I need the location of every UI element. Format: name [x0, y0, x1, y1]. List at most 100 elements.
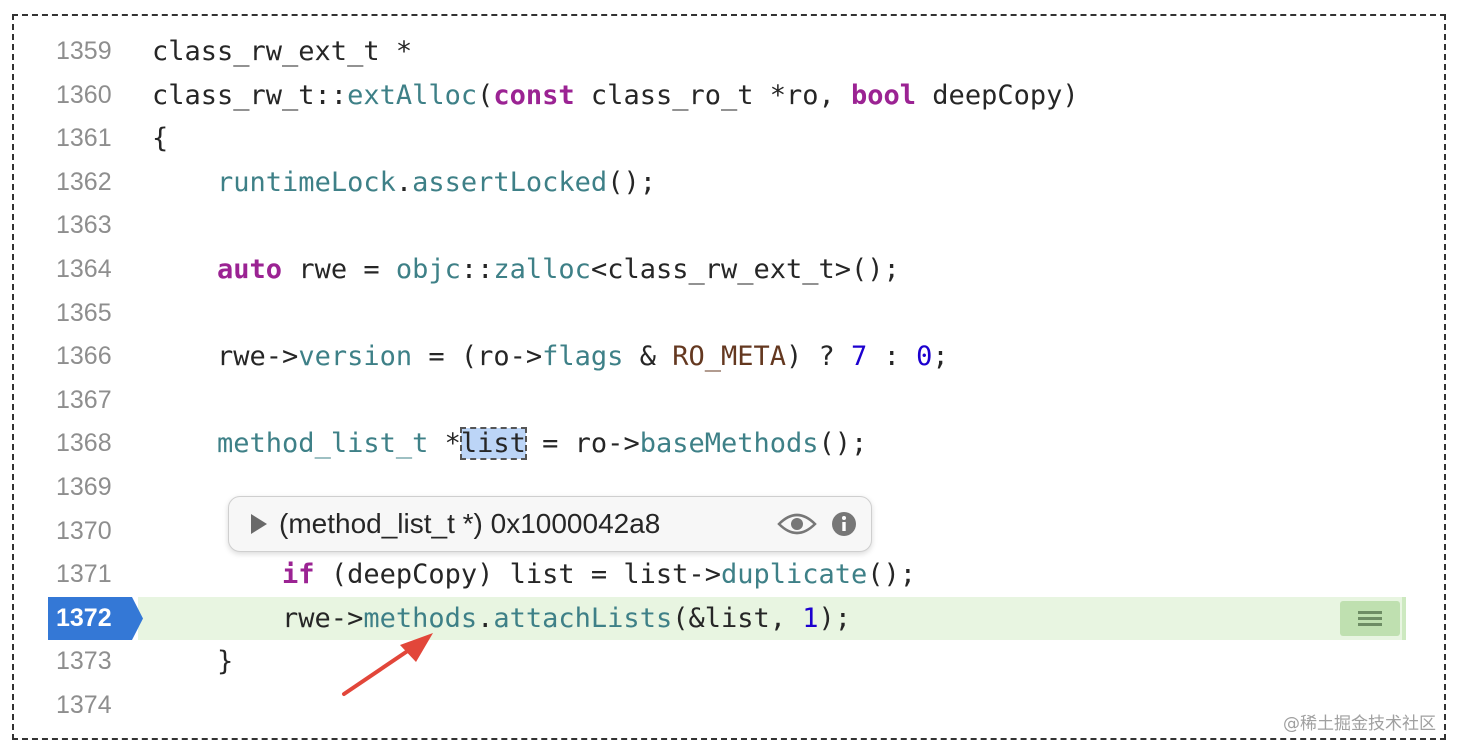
disclosure-triangle-icon[interactable] — [249, 513, 269, 535]
line-number: 1360 — [56, 80, 112, 109]
code-line[interactable]: 1369 — [0, 466, 1458, 509]
line-number: 1368 — [56, 429, 112, 458]
code-text: rwe->version = (ro->flags & RO_META) ? 7… — [152, 335, 949, 378]
code-token: RO_META — [672, 341, 787, 373]
code-token: <class_rw_ext_t>(); — [590, 254, 900, 285]
code-token: class_rw_t:: — [152, 79, 348, 111]
current-line-highlight — [138, 596, 1406, 640]
code-token: . — [477, 602, 494, 634]
line-number: 1362 — [56, 167, 112, 196]
variable-value-popover[interactable]: (method_list_t *) 0x1000042a8 — [228, 496, 872, 552]
code-line[interactable]: 1363 — [0, 204, 1458, 247]
line-number: 1371 — [56, 560, 112, 589]
code-token: = ro-> — [525, 428, 640, 460]
code-token: } — [152, 646, 234, 678]
code-token: duplicate — [720, 559, 868, 591]
code-text: if (deepCopy) list = list->duplicate(); — [152, 553, 916, 596]
code-token: = (ro-> — [412, 341, 543, 373]
code-line[interactable]: 1367 — [0, 379, 1458, 422]
code-text: class_rw_ext_t * — [152, 30, 412, 73]
code-token: 1 — [802, 602, 819, 634]
line-number: 1372 — [56, 603, 112, 632]
line-number: 1366 — [56, 342, 112, 371]
code-token: (); — [818, 428, 868, 460]
code-token: . — [395, 166, 413, 198]
code-token: extAlloc — [347, 79, 478, 111]
code-token — [152, 254, 217, 285]
code-line[interactable]: 1365 — [0, 292, 1458, 335]
code-token: objc — [395, 254, 461, 285]
code-text: class_rw_t::extAlloc(const class_ro_t *r… — [152, 74, 1079, 117]
code-token — [152, 559, 282, 590]
code-token: rwe-> — [152, 602, 364, 634]
code-line[interactable]: 1368 method_list_t *list = ro->baseMetho… — [0, 422, 1458, 465]
code-token: version — [298, 341, 413, 373]
code-token: : — [867, 341, 917, 373]
selected-token[interactable]: list — [459, 427, 527, 461]
code-token: (); — [867, 559, 917, 591]
code-token: rwe = — [282, 254, 396, 285]
code-text: { — [152, 117, 168, 160]
code-token: 7 — [851, 341, 868, 373]
code-token: methods — [363, 602, 478, 634]
variable-value-text: (method_list_t *) 0x1000042a8 — [279, 508, 661, 539]
program-counter-marker[interactable]: 1372 — [48, 596, 144, 640]
code-token: flags — [542, 341, 624, 373]
code-token: & — [623, 341, 673, 373]
code-token: class_ro_t *ro, — [574, 79, 852, 111]
code-token: zalloc — [493, 254, 591, 285]
code-token: ) ? — [786, 341, 852, 373]
hamburger-icon[interactable] — [1340, 600, 1400, 636]
info-icon[interactable] — [831, 511, 857, 537]
line-number: 1369 — [56, 473, 112, 501]
line-number: 1361 — [56, 124, 112, 153]
code-token: if — [282, 559, 315, 591]
code-token — [152, 428, 217, 459]
code-token: attachLists — [493, 602, 673, 634]
code-token: deepCopy) — [916, 79, 1079, 111]
code-line[interactable]: 1361 { — [0, 117, 1458, 160]
code-text: runtimeLock.assertLocked(); — [152, 161, 656, 204]
code-line[interactable]: 1374 — [0, 684, 1458, 727]
code-token: rwe-> — [152, 341, 299, 373]
code-token: 0 — [916, 341, 933, 373]
code-token: { — [152, 123, 169, 155]
line-number: 1370 — [56, 516, 112, 545]
code-text: } — [152, 640, 233, 683]
code-token: const — [493, 79, 575, 111]
line-number: 1363 — [56, 211, 112, 240]
code-token: ); — [818, 602, 852, 634]
line-number: 1365 — [56, 298, 112, 327]
code-token: :: — [460, 254, 494, 285]
code-token: baseMethods — [639, 428, 819, 460]
code-line[interactable]: 1362 runtimeLock.assertLocked(); — [0, 161, 1458, 204]
code-token: bool — [851, 79, 917, 111]
code-line[interactable]: 1359 class_rw_ext_t * — [0, 30, 1458, 73]
code-token: runtimeLock — [217, 166, 396, 198]
line-number: 1374 — [56, 691, 112, 719]
code-token: (deepCopy) list = list-> — [314, 559, 721, 591]
annotation-arrow — [342, 633, 433, 696]
code-token: ( — [477, 79, 494, 111]
code-token — [152, 167, 217, 198]
code-line[interactable]: 1371 if (deepCopy) list = list->duplicat… — [0, 553, 1458, 596]
code-token: auto — [217, 254, 283, 285]
code-token: (&list, — [672, 602, 803, 634]
code-line[interactable]: 1370 — [0, 510, 1458, 553]
code-token: class_rw_ext_t * — [152, 36, 413, 67]
code-line[interactable]: 1373 } — [0, 640, 1458, 683]
screenshot-frame — [12, 14, 1446, 740]
code-line[interactable]: 1360 class_rw_t::extAlloc(const class_ro_… — [0, 74, 1458, 117]
code-text: rwe->methods.attachLists(&list, 1); — [152, 597, 851, 640]
line-number: 1359 — [56, 37, 112, 65]
code-line[interactable]: 1366 rwe->version = (ro->flags & RO_META… — [0, 335, 1458, 378]
code-token: * — [428, 428, 461, 460]
eye-icon[interactable] — [777, 512, 817, 536]
code-line[interactable]: 1364 auto rwe = objc::zalloc<class_rw_ex… — [0, 248, 1458, 291]
code-token: ; — [932, 341, 949, 373]
line-number: 1367 — [56, 385, 112, 414]
code-token: assertLocked — [412, 166, 608, 198]
watermark: @稀土掘金技术社区 — [1283, 714, 1436, 734]
code-line[interactable]: 1372 rwe->methods.attachLists(&list, 1); — [0, 596, 1458, 640]
code-token: method_list_t — [217, 428, 429, 460]
